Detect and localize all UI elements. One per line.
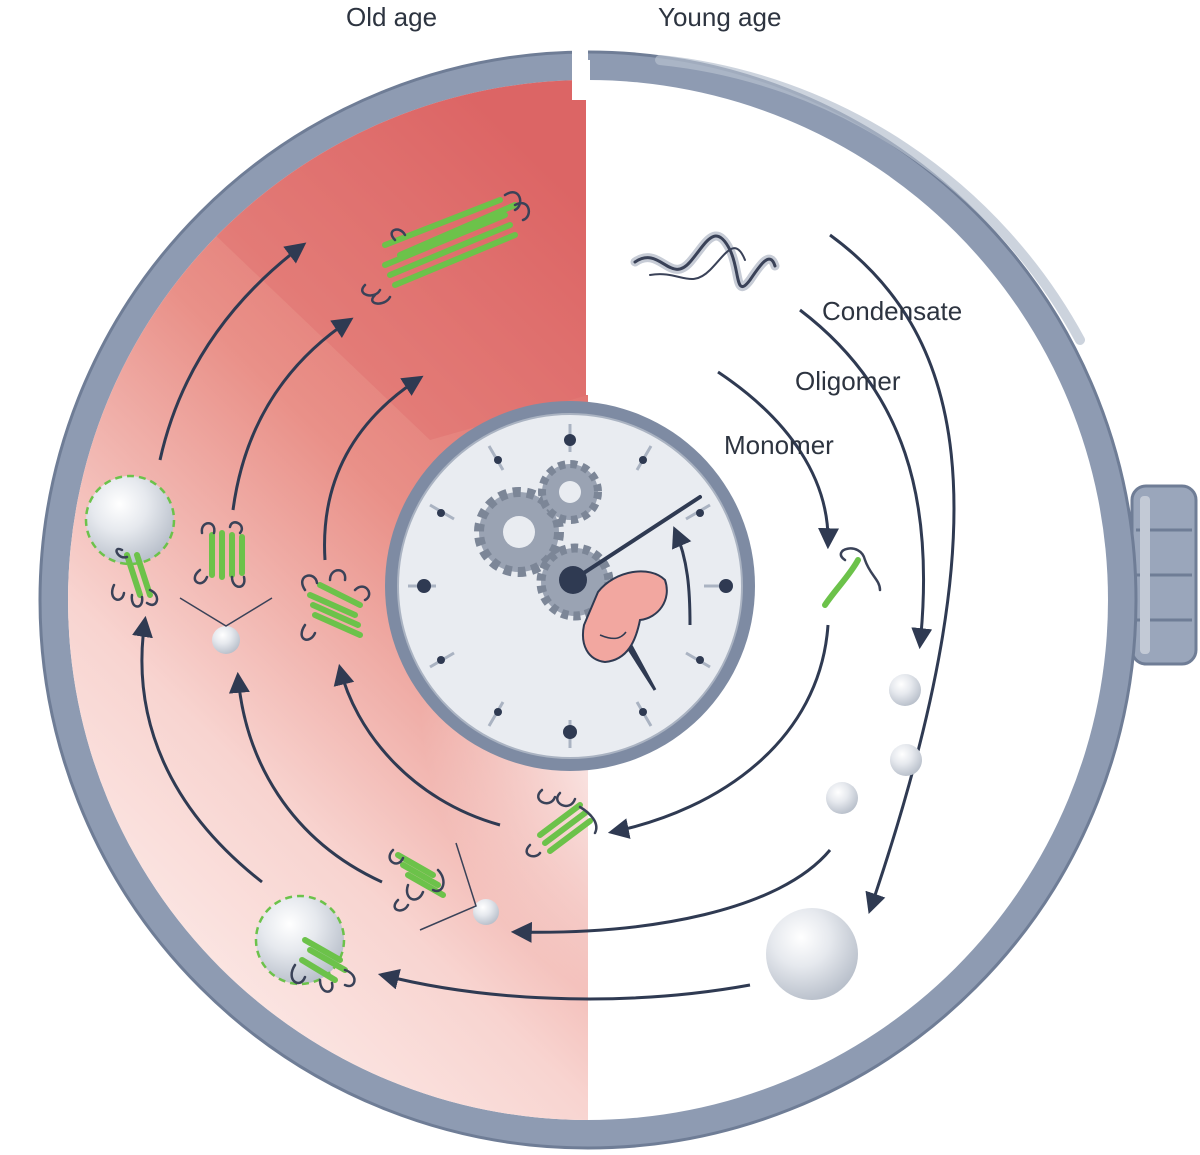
hand-pushing-clock-hand-icon <box>582 570 668 664</box>
disordered-monomer <box>630 231 780 292</box>
monomer-label: Monomer <box>724 430 834 460</box>
interface-marks <box>179 597 477 931</box>
old-pathway-arrows <box>132 242 501 884</box>
condensate-label: Condensate <box>822 296 963 326</box>
old-age-label: Old age <box>346 2 438 32</box>
young-age-label: Young age <box>658 2 782 32</box>
age-divider <box>572 20 588 100</box>
aged-condensates <box>84 474 346 986</box>
watch-crown-icon <box>1124 484 1198 666</box>
oligomer-bundles <box>111 191 882 993</box>
oligomer-label: Oligomer <box>795 366 901 396</box>
young-pathway-arrows <box>377 233 956 1001</box>
condensate-droplets <box>212 626 922 1000</box>
